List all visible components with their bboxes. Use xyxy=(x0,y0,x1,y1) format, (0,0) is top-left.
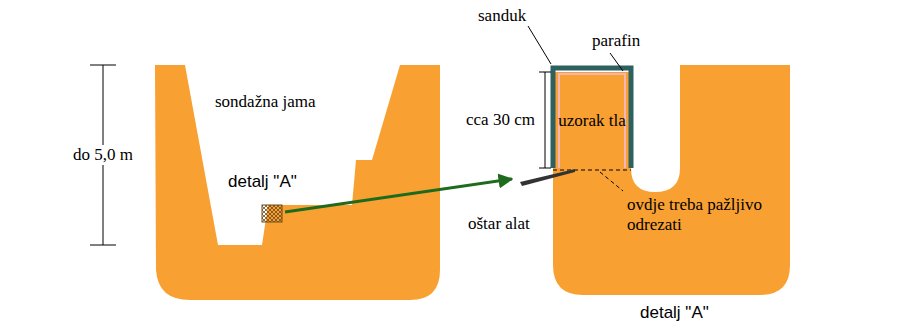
parafin-leader xyxy=(610,53,623,71)
sanduk-leader xyxy=(528,26,551,64)
label: do 5,0 m xyxy=(71,145,135,165)
parafin-layer xyxy=(559,74,625,168)
sample-box: uzorak tla xyxy=(557,76,627,166)
label: sondažna jama xyxy=(215,92,316,112)
label: detalj "A" xyxy=(228,172,297,192)
detail-arrow xyxy=(285,179,512,212)
label: ovdje treba pažljivo odrezati xyxy=(627,195,777,236)
detail-ground xyxy=(553,65,790,295)
sanduk-box xyxy=(553,68,631,168)
label: oštar alat xyxy=(468,214,530,234)
sample-dimension xyxy=(539,72,551,168)
node-text: uzorak tla xyxy=(558,111,626,131)
pit-ground xyxy=(155,65,440,300)
label: sanduk xyxy=(478,6,526,26)
sharp-tool xyxy=(520,169,575,186)
label: cca 30 cm xyxy=(466,110,535,130)
label: parafin xyxy=(592,31,640,51)
label: detalj "A" xyxy=(640,303,709,323)
cut-line xyxy=(553,170,631,171)
cut-leader xyxy=(600,172,623,191)
detail-hatch xyxy=(262,205,282,222)
